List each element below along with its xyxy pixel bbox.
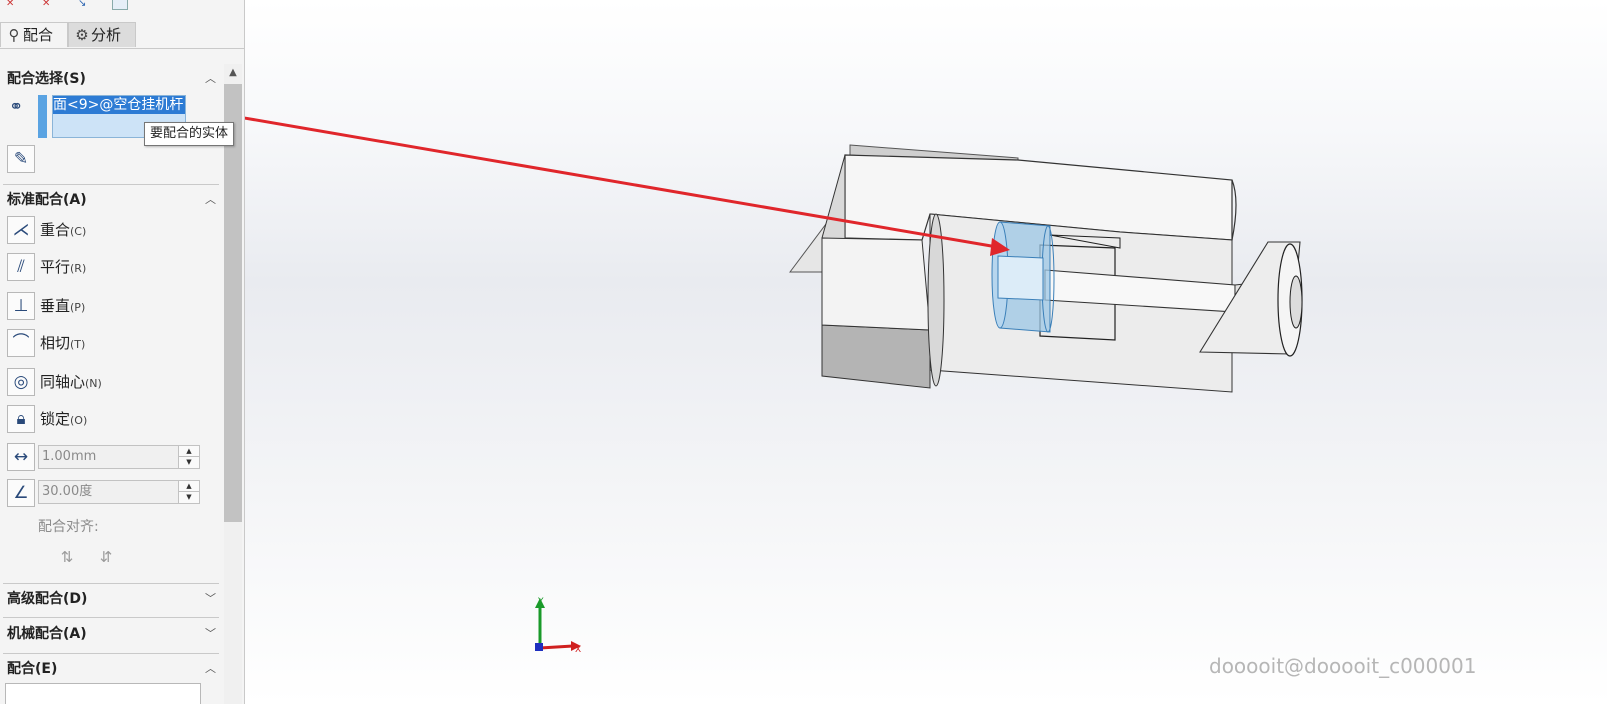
mate-lock[interactable]: 锁定(O) xyxy=(40,405,87,433)
mate-concentric-label: 同轴心 xyxy=(40,373,86,391)
chevron-up-icon[interactable]: ︿ xyxy=(205,662,216,675)
mate-coincident-key: (C) xyxy=(70,225,87,238)
3d-model-view[interactable] xyxy=(245,0,1607,704)
ok-icon[interactable]: ✕ xyxy=(6,0,15,9)
spin-down-icon[interactable]: ▼ xyxy=(186,458,192,466)
mate-lock-label: 锁定 xyxy=(40,410,71,428)
property-manager-panel: ✕ ✕ ↘ ⚲配合 ⚙分析 ▲ 配合选择(S) ︿ ⚭ 面<9>@空仓挂机杆 ✎… xyxy=(0,0,245,704)
tab-mates[interactable]: ⚲配合 xyxy=(0,22,68,47)
section-standard-mates[interactable]: 标准配合(A) ︿ xyxy=(0,189,218,211)
section-mate-selections-title: 配合选择(S) xyxy=(7,71,86,87)
section-mechanical-mates-title: 机械配合(A) xyxy=(7,626,87,642)
mate-alignment-label: 配合对齐: xyxy=(38,519,99,535)
selected-entity-label: 面<9>@空仓挂机杆 xyxy=(53,97,184,113)
perpendicular-icon[interactable]: ⊥ xyxy=(7,292,35,320)
lock-icon[interactable]: 🔒︎ xyxy=(7,405,35,433)
mate-perpendicular[interactable]: 垂直(P) xyxy=(40,292,85,320)
anti-aligned-icon[interactable]: ⇵ xyxy=(99,548,113,566)
angle-icon[interactable]: ∠ xyxy=(7,479,35,507)
mate-concentric[interactable]: 同轴心(N) xyxy=(40,368,102,396)
mate-coincident[interactable]: 重合(C) xyxy=(40,216,86,244)
distance-value: 1.00mm xyxy=(42,449,97,464)
bore-edge xyxy=(927,213,945,387)
section-mate-selections[interactable]: 配合选择(S) ︿ xyxy=(0,68,218,90)
mate-coincident-label: 重合 xyxy=(40,221,71,239)
parallel-icon[interactable]: ⫽ xyxy=(7,253,35,281)
flange-plane xyxy=(1199,241,1301,355)
graphics-viewport[interactable]: Y X xyxy=(245,0,1607,704)
tooltip: 要配合的实体 xyxy=(144,122,235,146)
mate-lock-key: (O) xyxy=(70,414,88,427)
paperclip-icon: ⚲ xyxy=(8,26,20,44)
tangent-icon[interactable]: ⌒ xyxy=(7,329,35,357)
tab-analysis-label: 分析 xyxy=(91,26,122,44)
pin-icon[interactable]: ↘ xyxy=(78,0,87,9)
body-front-face xyxy=(821,237,931,331)
spin-up-icon[interactable]: ▲ xyxy=(179,446,199,457)
watermark: dooooit@dooooit_c000001 xyxy=(1209,654,1477,678)
chevron-up-icon[interactable]: ︿ xyxy=(205,193,216,206)
section-mates-title: 配合(E) xyxy=(7,661,58,677)
angle-field[interactable]: 30.00度 ▲▼ xyxy=(38,480,200,504)
chevron-down-icon[interactable]: ﹀ xyxy=(205,627,216,640)
tab-bar: ⚲配合 ⚙分析 xyxy=(0,20,244,49)
angle-value: 30.00度 xyxy=(42,484,93,499)
section-standard-mates-title: 标准配合(A) xyxy=(7,192,87,208)
mate-pop-up-toolbar-button[interactable]: ✎ xyxy=(7,145,35,173)
body-bottom-face xyxy=(821,324,931,389)
z-axis xyxy=(535,643,543,651)
callout-arrowhead xyxy=(990,238,1010,256)
selection-indicator xyxy=(38,95,47,138)
mate-concentric-key: (N) xyxy=(85,377,102,390)
concentric-icon[interactable]: ◎ xyxy=(7,368,35,396)
chevron-down-icon[interactable]: ﹀ xyxy=(205,592,216,605)
section-advanced-mates[interactable]: 高级配合(D) ﹀ xyxy=(0,588,218,610)
mate-entities-icon: ⚭ xyxy=(9,97,24,117)
mates-list[interactable] xyxy=(5,683,201,704)
distance-spinner[interactable]: ▲▼ xyxy=(178,446,199,468)
cancel-icon[interactable]: ✕ xyxy=(42,0,51,9)
mate-perpendicular-label: 垂直 xyxy=(40,297,71,315)
callout-arrow xyxy=(245,116,1004,250)
push-pin-button[interactable] xyxy=(112,0,128,10)
mate-perpendicular-key: (P) xyxy=(70,301,86,314)
section-mechanical-mates[interactable]: 机械配合(A) ﹀ xyxy=(0,623,218,645)
y-axis-label: Y xyxy=(537,597,544,607)
distance-field[interactable]: 1.00mm ▲▼ xyxy=(38,445,200,469)
x-axis xyxy=(539,644,574,650)
section-mates[interactable]: 配合(E) ︿ xyxy=(0,658,218,680)
coordinate-triad: Y X xyxy=(535,597,581,655)
analysis-gear-icon: ⚙ xyxy=(75,26,89,44)
mate-tangent[interactable]: 相切(T) xyxy=(40,329,85,357)
scroll-up-icon[interactable]: ▲ xyxy=(229,67,237,78)
distance-icon[interactable]: ↔ xyxy=(7,443,35,471)
tab-analysis[interactable]: ⚙分析 xyxy=(68,22,136,47)
divider xyxy=(3,184,219,185)
mate-parallel-label: 平行 xyxy=(40,258,71,276)
mate-tangent-key: (T) xyxy=(70,338,86,351)
spin-up-icon[interactable]: ▲ xyxy=(179,481,199,492)
panel-scrollbar-thumb[interactable] xyxy=(224,84,242,522)
section-advanced-mates-title: 高级配合(D) xyxy=(7,591,88,607)
chevron-up-icon[interactable]: ︿ xyxy=(205,72,216,85)
x-axis-label: X xyxy=(575,645,581,655)
top-toolbar: ✕ ✕ ↘ xyxy=(0,0,244,14)
mate-tangent-label: 相切 xyxy=(40,334,71,352)
selected-entity[interactable]: 面<9>@空仓挂机杆 xyxy=(53,96,185,114)
spin-down-icon[interactable]: ▼ xyxy=(186,493,192,501)
divider xyxy=(3,617,219,618)
mate-parallel-key: (R) xyxy=(70,262,87,275)
divider xyxy=(3,653,219,654)
mate-parallel[interactable]: 平行(R) xyxy=(40,253,86,281)
coincident-icon[interactable]: ⋌ xyxy=(7,216,35,244)
aligned-icon[interactable]: ⇅ xyxy=(60,548,74,566)
hand-pin-icon: ✎ xyxy=(13,149,29,169)
divider xyxy=(3,583,219,584)
tab-mates-label: 配合 xyxy=(23,26,54,44)
angle-spinner[interactable]: ▲▼ xyxy=(178,481,199,503)
